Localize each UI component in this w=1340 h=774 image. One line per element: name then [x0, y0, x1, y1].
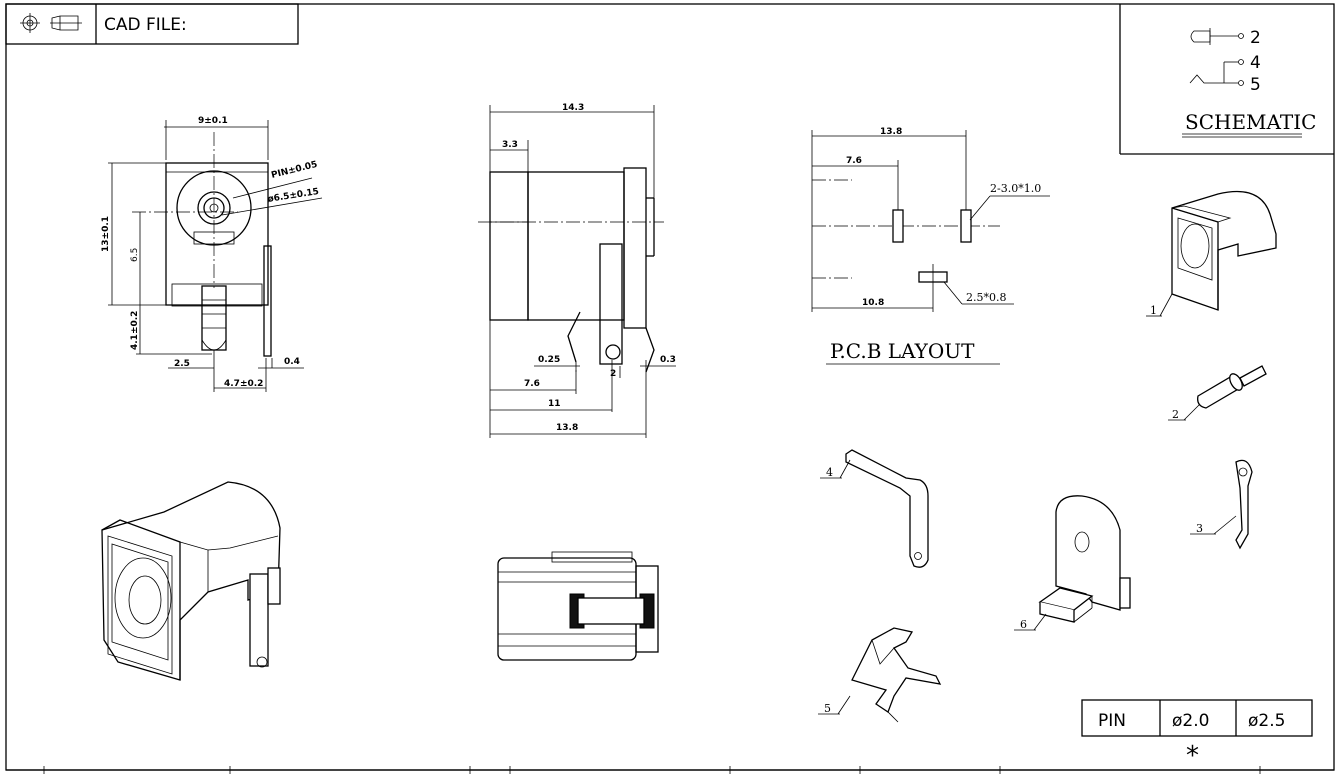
part-6-block: 6	[1014, 495, 1131, 631]
part-label-1: 1	[1150, 304, 1157, 317]
projection-symbol-icon	[20, 13, 82, 33]
title-block: CAD FILE:	[5, 3, 299, 45]
pin-table-mark: *	[1186, 741, 1199, 771]
schematic-pin-4: 4	[1250, 53, 1261, 73]
pin-table: PIN ø2.0 ø2.5 *	[1081, 699, 1313, 771]
part-label-3: 3	[1196, 522, 1203, 535]
pcb-dim-mid: 7.6	[846, 156, 862, 166]
pcb-slot-a: 2-3.0*1.0	[990, 182, 1041, 195]
dim-t3: 0.3	[660, 355, 676, 365]
dim-pin: PIN±0.05	[270, 160, 318, 181]
pcb-dim-top: 13.8	[880, 127, 902, 137]
dim-d3: 13.8	[556, 423, 578, 433]
dim-t2: 2	[610, 369, 616, 379]
pcb-layout-title: P.C.B LAYOUT	[830, 339, 975, 363]
pin-table-d20: ø2.0	[1172, 711, 1209, 731]
part-label-6: 6	[1020, 618, 1027, 631]
dim-offset: 2.5	[174, 359, 190, 369]
schematic-box: 2 4 5 SCHEMATIC	[1119, 4, 1334, 155]
part-5-spring: 5	[818, 627, 942, 723]
front-view: 9±0.1 PIN±0.05 ø6.5±0.15 13±0.1 6.5 4.1±…	[101, 116, 323, 392]
part-label-2: 2	[1172, 408, 1179, 421]
part-label-4: 4	[826, 466, 833, 479]
pcb-layout: 13.8 7.6 10.8 2-3.0*1.0 2.5*0.8 P.C.B LA…	[811, 127, 1050, 365]
dim-d1: 7.6	[524, 379, 540, 389]
pcb-slot-b: 2.5*0.8	[966, 291, 1007, 304]
bottom-ticks	[43, 766, 1261, 774]
part-label-5: 5	[824, 702, 831, 715]
dim-d2: 11	[548, 399, 561, 409]
iso-jack	[101, 481, 281, 681]
dim-front: 3.3	[502, 140, 518, 150]
schematic-title: SCHEMATIC	[1185, 110, 1316, 134]
part-1-housing: 1	[1146, 190, 1277, 317]
dim-pin-length: 4.1±0.2	[130, 311, 140, 350]
dim-overall: 14.3	[562, 103, 584, 113]
pin-table-header: PIN	[1098, 711, 1126, 731]
side-view: 14.3 3.3 0.25 2 0.3 7.6 11 13.8	[478, 103, 676, 438]
schematic-pin-5: 5	[1250, 75, 1261, 95]
pcb-dim-bottom: 10.8	[862, 298, 884, 308]
dim-pitch: 4.7±0.2	[224, 379, 263, 389]
top-view	[497, 551, 659, 661]
dim-t1: 0.25	[538, 355, 560, 365]
dim-center: 6.5	[130, 248, 140, 262]
part-3-terminal: 3	[1190, 459, 1253, 550]
dim-height: 13±0.1	[101, 216, 111, 252]
dim-thickness: 0.4	[284, 357, 300, 367]
schematic-pin-2: 2	[1250, 28, 1261, 48]
part-4-contact: 4	[820, 449, 929, 568]
pin-table-d25: ø2.5	[1248, 711, 1285, 731]
part-2-pin: 2	[1168, 365, 1267, 421]
dim-bore: ø6.5±0.15	[267, 187, 320, 205]
dim-width: 9±0.1	[198, 116, 228, 126]
cad-file-label: CAD FILE:	[104, 15, 187, 35]
